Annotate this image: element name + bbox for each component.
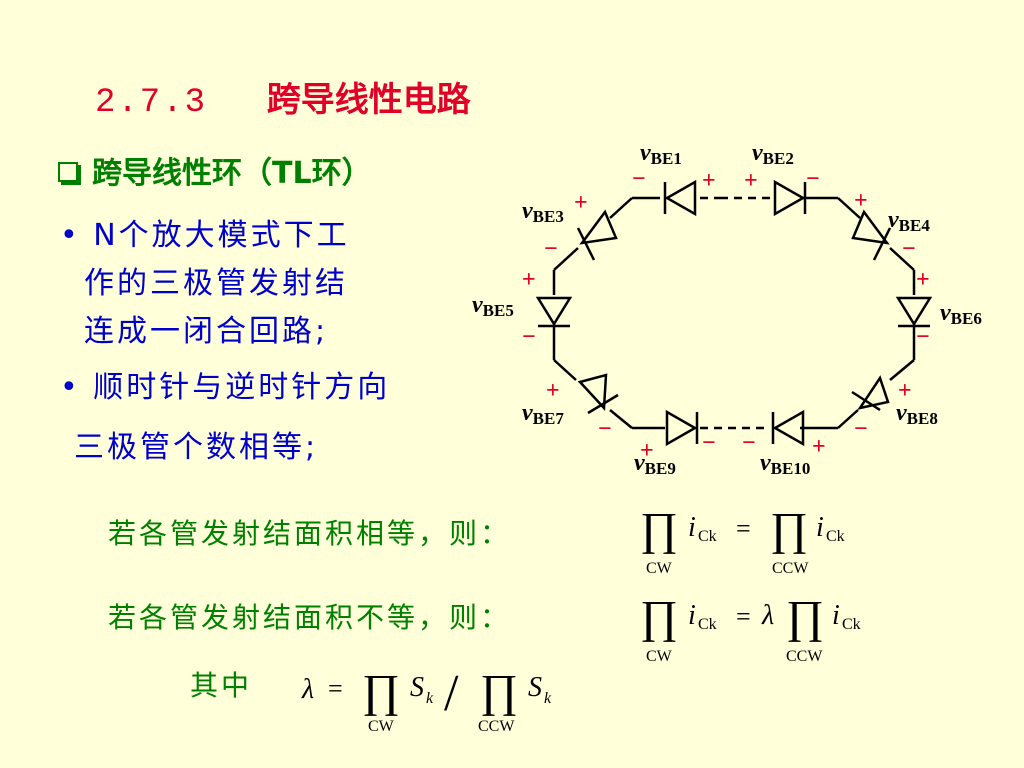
svg-text:−: − bbox=[916, 324, 930, 350]
svg-text:−: − bbox=[598, 416, 612, 442]
svg-text:vBE3: vBE3 bbox=[522, 198, 564, 226]
svg-text:+: + bbox=[546, 378, 560, 404]
subtitle: 跨导线性环（TL环） bbox=[58, 148, 372, 192]
section-number: 2.7.3 bbox=[95, 84, 208, 122]
diode-be5-icon bbox=[535, 296, 573, 327]
unequal-area-formula: ∏ i Ck = λ ∏ i Ck CW CCW bbox=[640, 591, 861, 665]
bullet-1-line-1: • N个放大模式下工 bbox=[60, 218, 350, 253]
diode-be1-icon bbox=[664, 179, 697, 217]
diode-be9-icon bbox=[665, 409, 698, 447]
svg-text:−: − bbox=[702, 430, 716, 456]
checkbox-bullet-icon bbox=[58, 161, 78, 182]
svg-text:−: − bbox=[522, 324, 536, 350]
svg-text:vBE10: vBE10 bbox=[760, 450, 810, 478]
diode-symbols bbox=[535, 179, 933, 447]
bullet-1-line-3: 连成一闭合回路; bbox=[84, 314, 329, 349]
equal-area-text: 若各管发射结面积相等，则： bbox=[108, 517, 512, 550]
svg-text:+: + bbox=[522, 267, 536, 293]
svg-text:vBE1: vBE1 bbox=[640, 140, 682, 168]
svg-text:+: + bbox=[744, 168, 758, 194]
svg-text:−: − bbox=[742, 430, 756, 456]
svg-text:+: + bbox=[640, 438, 654, 464]
svg-text:vBE2: vBE2 bbox=[752, 140, 794, 168]
section-title: 跨导线性电路 bbox=[266, 80, 471, 120]
svg-text:vBE6: vBE6 bbox=[940, 300, 982, 328]
svg-text:−: − bbox=[902, 236, 916, 262]
diode-be6-icon bbox=[895, 296, 933, 327]
svg-text:vBE8: vBE8 bbox=[896, 400, 938, 428]
svg-text:+: + bbox=[898, 378, 912, 404]
diode-be2-icon bbox=[773, 179, 806, 217]
svg-text:vBE4: vBE4 bbox=[888, 207, 930, 235]
diode-be3-icon bbox=[579, 209, 618, 245]
svg-text:−: − bbox=[632, 166, 646, 192]
svg-text:+: + bbox=[854, 188, 868, 214]
svg-text:vBE7: vBE7 bbox=[522, 400, 564, 428]
where-text: 其中 bbox=[190, 669, 253, 702]
tl-loop-circuit: vBE1 vBE2 vBE3 vBE4 vBE5 vBE6 vBE7 vBE8 … bbox=[472, 140, 982, 478]
bullet-1-line-2: 作的三极管发射结 bbox=[84, 266, 348, 301]
diode-be8-icon bbox=[857, 375, 890, 410]
svg-text:−: − bbox=[806, 166, 820, 192]
svg-text:vBE5: vBE5 bbox=[472, 292, 514, 320]
diode-be10-icon bbox=[772, 409, 805, 447]
diode-be7-icon bbox=[577, 373, 608, 412]
svg-text:vBE9: vBE9 bbox=[634, 450, 676, 478]
svg-text:+: + bbox=[702, 168, 716, 194]
svg-text:−: − bbox=[544, 236, 558, 262]
diode-be4-icon bbox=[851, 209, 890, 245]
svg-text:+: + bbox=[916, 267, 930, 293]
bullet-2-line-2: 三极管个数相等; bbox=[74, 430, 319, 465]
svg-text:+: + bbox=[574, 190, 588, 216]
bullet-2-line-1: • 顺时针与逆时针方向 bbox=[60, 370, 391, 405]
svg-text:+: + bbox=[812, 434, 826, 460]
equal-area-formula: ∏ i Ck = ∏ i Ck CW CCW bbox=[640, 503, 845, 577]
unequal-area-text: 若各管发射结面积不等，则： bbox=[108, 601, 512, 634]
subtitle-text: 跨导线性环（TL环） bbox=[92, 156, 372, 191]
svg-text:−: − bbox=[854, 416, 868, 442]
lambda-definition-formula: λ = ∏ S k / ∏ S k CW CCW bbox=[302, 665, 552, 735]
page-title: 2.7.3 跨导线性电路 bbox=[95, 72, 471, 122]
